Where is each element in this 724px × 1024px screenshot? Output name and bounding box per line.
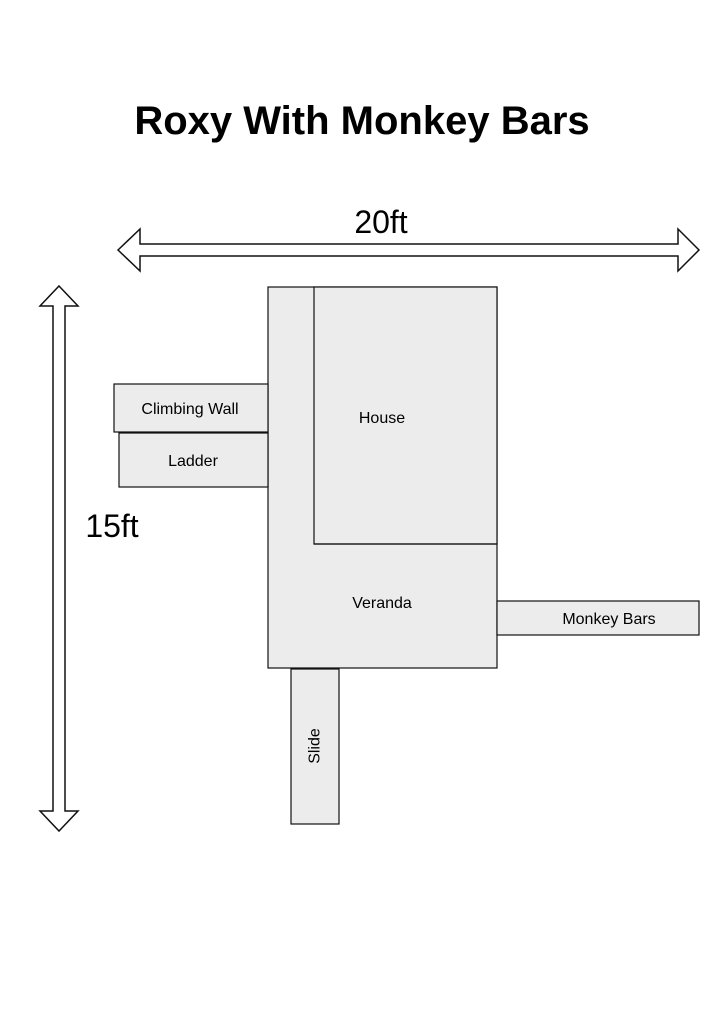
house-box: [313, 286, 498, 545]
climbing-wall-label: Climbing Wall: [141, 401, 238, 418]
veranda-label: Veranda: [352, 595, 412, 612]
slide-label: Slide: [307, 728, 324, 764]
ladder-box: [118, 432, 269, 488]
page-title: Roxy With Monkey Bars: [134, 99, 590, 143]
height-arrow: [38, 284, 80, 833]
monkey-bars-label: Monkey Bars: [562, 611, 655, 628]
height-arrow-shape: [38, 284, 80, 833]
width-arrow: [116, 227, 701, 273]
width-arrow-shape: [116, 227, 701, 273]
height-dimension-label: 15ft: [85, 508, 138, 544]
width-dimension-label: 20ft: [354, 204, 407, 240]
slide-box: [290, 668, 340, 825]
climbing-wall-box: [113, 383, 269, 433]
house-label: House: [359, 410, 405, 427]
ladder-label: Ladder: [168, 453, 218, 470]
monkey-bars-box: [496, 600, 700, 636]
